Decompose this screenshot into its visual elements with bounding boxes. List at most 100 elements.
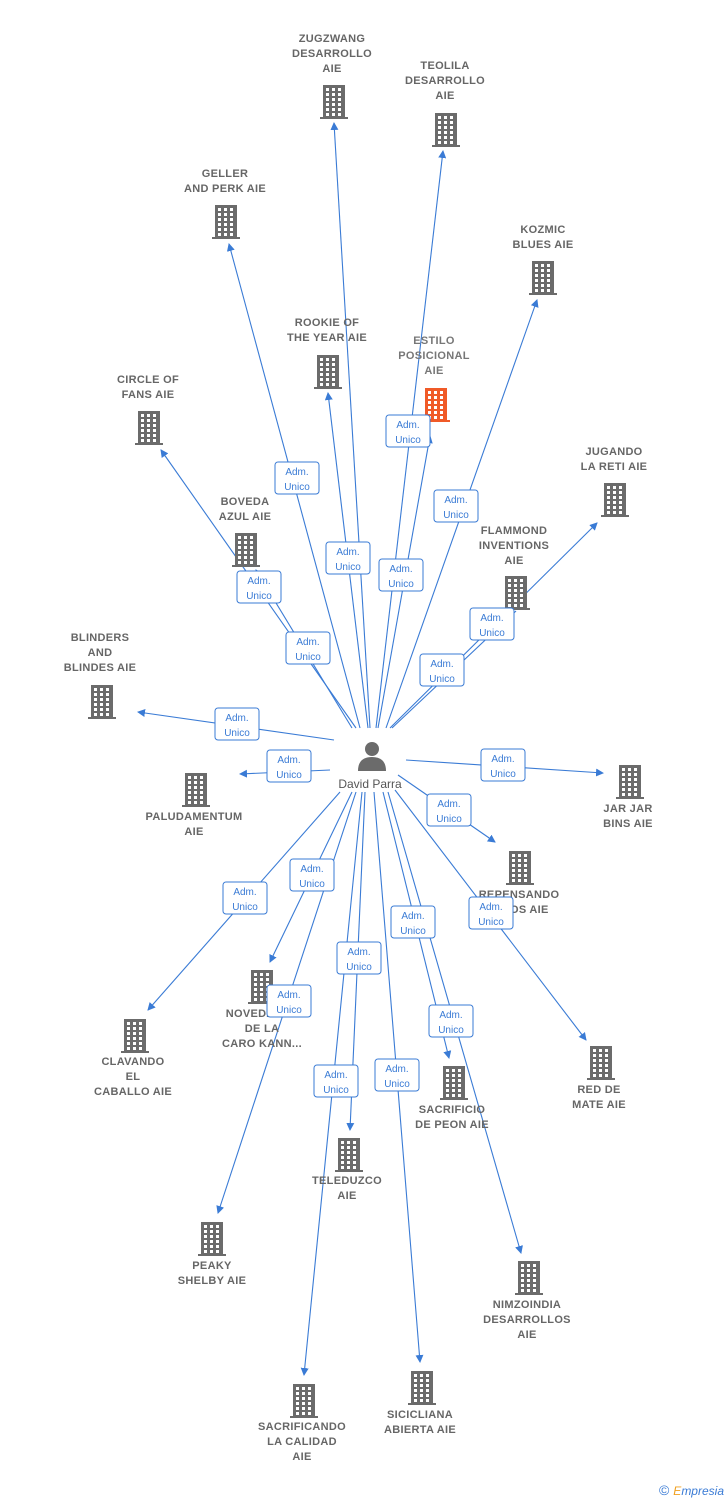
company-label: BOVEDA	[221, 496, 270, 508]
relation-badge-blinders[interactable]: Adm.Unico	[214, 707, 260, 741]
brand-name: mpresia	[681, 1484, 724, 1498]
relation-label: Unico	[479, 628, 505, 639]
person-icon	[358, 757, 386, 771]
relation-badge-nimzo[interactable]: Adm. Unico	[428, 1004, 474, 1038]
relation-badge-peaky[interactable]: Adm.Unico	[266, 984, 312, 1018]
relation-label: Adm.	[439, 1010, 462, 1021]
relation-badge-repensando[interactable]: Adm.Unico	[426, 793, 472, 827]
company-label: AZUL AIE	[219, 511, 272, 523]
relation-label: Adm.	[277, 755, 300, 766]
company-label: ESTILO	[413, 335, 455, 347]
relation-label: Unico	[295, 652, 321, 663]
building-icon	[335, 1138, 363, 1172]
company-label: THE YEAR AIE	[287, 332, 367, 344]
building-icon	[515, 1261, 543, 1295]
relation-badge-boveda[interactable]: Adm.Unico	[236, 570, 282, 604]
relation-badge-paludamentum[interactable]: Adm. Unico	[266, 749, 312, 783]
relation-label: Unico	[276, 770, 302, 781]
relation-badge-estilo[interactable]: Adm.Unico	[385, 414, 431, 448]
company-label: LA CALIDAD	[267, 1436, 337, 1448]
company-label: DE LA	[245, 1023, 280, 1035]
relation-badge-redmate[interactable]: Adm. Unico	[468, 896, 514, 930]
company-label: NIMZOINDIA	[493, 1299, 561, 1311]
relation-label: Adm.	[233, 887, 256, 898]
relation-label: Adm.	[396, 420, 419, 431]
relation-badge-novedades[interactable]: Adm.Unico	[289, 858, 335, 892]
relation-badge-siciliana[interactable]: Adm.Unico	[374, 1058, 420, 1092]
company-label: CIRCLE OF	[117, 374, 179, 386]
relation-badge-flammond[interactable]: Adm.Unico	[469, 607, 515, 641]
building-icon	[502, 576, 530, 610]
relation-badge-sacrificio[interactable]: Adm.Unico	[390, 905, 436, 939]
relation-badge-teolila[interactable]: Adm.Unico	[378, 558, 424, 592]
relation-badge-sacrificando[interactable]: Adm.Unico	[313, 1064, 359, 1098]
relation-label: Unico	[478, 917, 504, 928]
building-icon	[212, 205, 240, 239]
company-label: CARO KANN...	[222, 1038, 302, 1050]
relation-label: Unico	[490, 769, 516, 780]
relation-label: Adm.	[491, 754, 514, 765]
company-label: AIE	[184, 826, 203, 838]
company-label: PEAKY	[192, 1260, 232, 1272]
company-label: LA RETI AIE	[581, 461, 648, 473]
company-label: BINS AIE	[603, 818, 653, 830]
company-label: BLUES AIE	[513, 239, 574, 251]
relation-label: Unico	[284, 482, 310, 493]
building-icon	[121, 1019, 149, 1053]
building-icon	[290, 1384, 318, 1418]
relation-label: Adm.	[444, 495, 467, 506]
company-label: ZUGZWANG	[299, 33, 366, 45]
company-node-circle[interactable]: CIRCLE OF FANS AIE	[117, 374, 179, 445]
company-label: TEOLILA	[420, 60, 469, 72]
relation-badge-rookie[interactable]: Adm.Unico	[325, 541, 371, 575]
company-label: POSICIONAL	[398, 350, 469, 362]
company-node-boveda[interactable]: BOVEDA AZUL AIE	[219, 496, 272, 567]
relation-badge-clavando[interactable]: Adm.Unico	[222, 881, 268, 915]
company-label: DESARROLLO	[405, 75, 485, 87]
relation-label: Unico	[438, 1025, 464, 1036]
relation-badge-kozmic[interactable]: Adm.Unico	[433, 489, 479, 523]
company-label: AND	[88, 647, 113, 659]
company-label: FANS AIE	[122, 389, 175, 401]
company-label: DESARROLLOS	[483, 1314, 571, 1326]
center-person-node[interactable]: David Parra	[338, 742, 402, 791]
company-label: AIE	[504, 555, 523, 567]
relation-label: Adm.	[389, 564, 412, 575]
relation-badge-teleduzco[interactable]: Adm.Unico	[336, 941, 382, 975]
relation-badge-jarjar[interactable]: Adm. Unico	[480, 748, 526, 782]
relation-badge-jugando[interactable]: Adm.Unico	[419, 653, 465, 687]
footer-brand[interactable]: ©Empresia	[659, 1482, 724, 1498]
building-icon	[135, 411, 163, 445]
relation-badge-circle[interactable]: Adm.Unico	[285, 631, 331, 665]
company-label: AND PERK AIE	[184, 183, 266, 195]
building-icon	[529, 261, 557, 295]
relation-badge-geller[interactable]: Adm.Unico	[274, 461, 320, 495]
brand-initial: E	[673, 1484, 682, 1498]
relation-label: Unico	[246, 591, 272, 602]
building-icon	[601, 483, 629, 517]
relation-label: Unico	[429, 674, 455, 685]
relation-label: Adm.	[300, 864, 323, 875]
relation-label: Adm.	[479, 902, 502, 913]
relation-label: Unico	[436, 814, 462, 825]
